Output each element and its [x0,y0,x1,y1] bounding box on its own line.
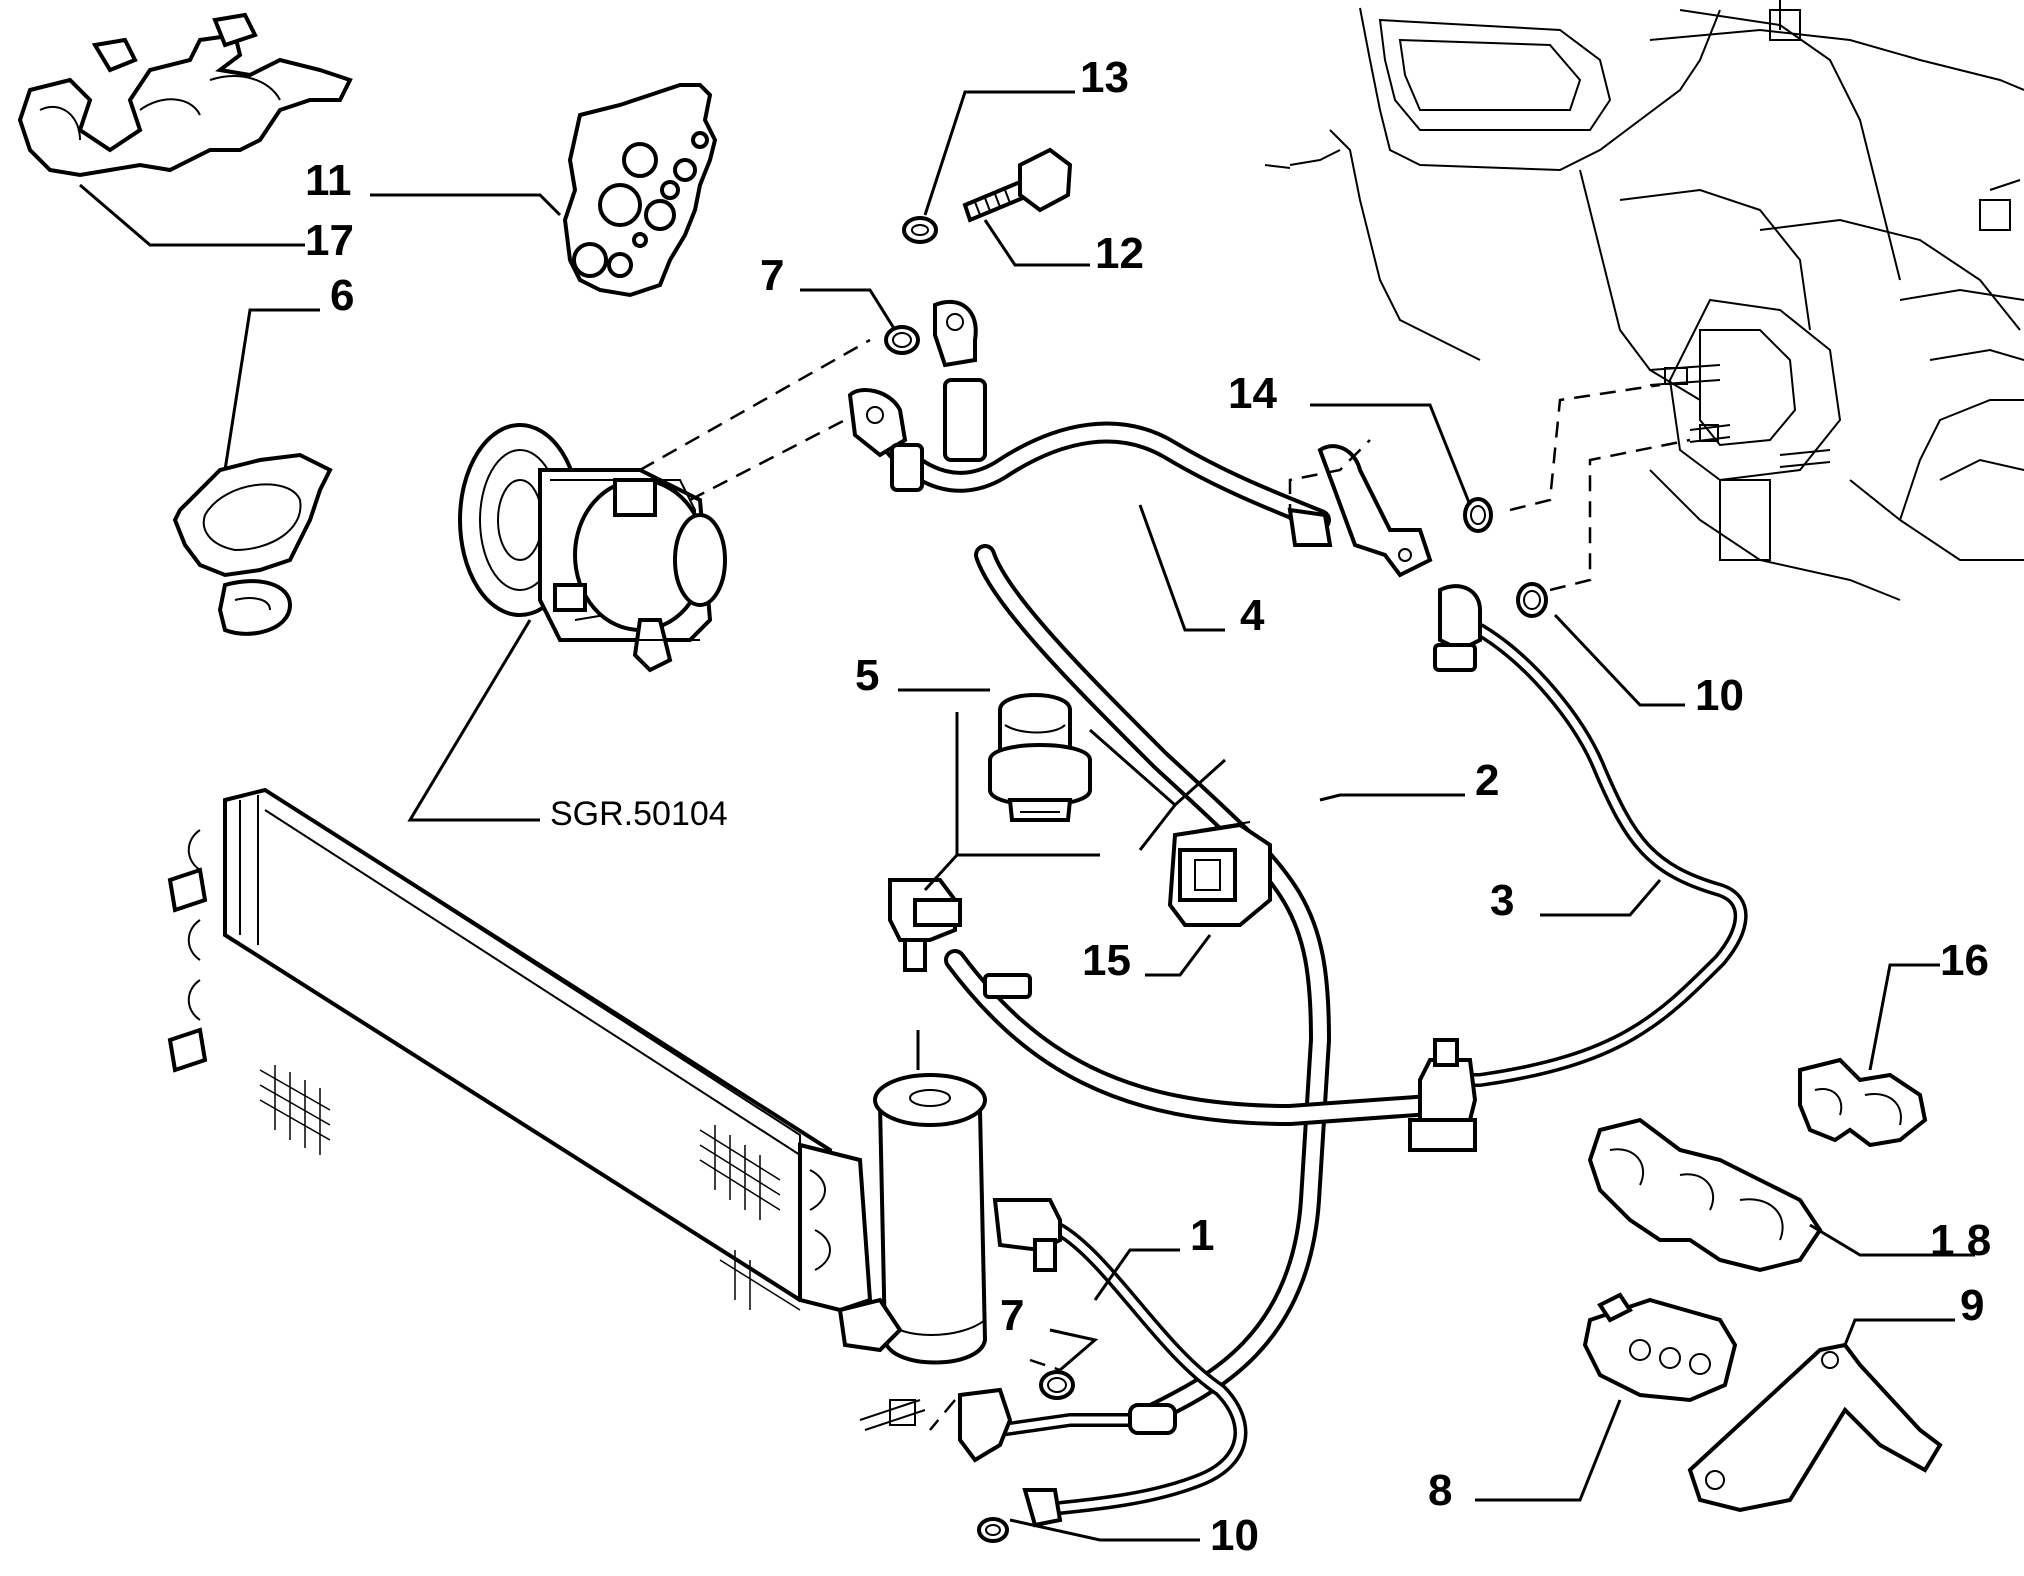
callout-17: 17 [305,216,354,265]
bracket-17 [17,12,353,178]
callout-10-top: 10 [1695,671,1744,720]
clamp-18 [1587,1117,1823,1273]
assembly-lines [639,338,1691,1372]
clamp-16 [1798,1057,1928,1148]
bolt [962,147,1073,223]
callout-16: 16 [1940,936,1989,985]
callout-7-top: 7 [760,251,784,300]
callout-2: 2 [1475,756,1499,805]
clamp-6 [172,452,333,636]
callout-1: 1 [1190,1211,1214,1260]
callout-6: 6 [330,271,354,320]
callout-numbers: 11 17 6 13 12 7 14 4 10 5 15 2 3 16 1 8 … [305,53,1991,1560]
o-rings [884,216,1548,1543]
gasket-kit [562,83,718,298]
condenser [167,787,988,1431]
hvac-housing [1264,0,2024,601]
connector-15 [1167,821,1272,927]
callout-4: 4 [1240,591,1265,640]
pressure-switch [988,693,1092,822]
fittings [847,299,1482,1528]
leader-lines [79,90,1975,1542]
o-ring-10-bottom [977,1517,1009,1543]
callout-7-bottom: 7 [1000,1291,1024,1340]
callout-14: 14 [1228,369,1277,418]
compressor [407,423,727,822]
callout-18: 1 8 [1930,1216,1991,1265]
o-ring-7-top [884,325,920,355]
condenser-core-grid [259,1065,801,1311]
callout-10-bottom: 10 [1210,1511,1259,1560]
callout-8: 8 [1428,1466,1452,1515]
refrigerant-lines [859,399,1748,1517]
connector-8 [1582,1292,1738,1403]
callout-11: 11 [305,156,352,205]
callout-12: 12 [1095,229,1144,278]
callout-5: 5 [855,651,879,700]
o-ring-10-top [1516,582,1548,618]
receiver-drier [873,1030,988,1365]
callout-13: 13 [1080,53,1129,102]
callout-9: 9 [1960,1281,1984,1330]
reference-code: SGR.50104 [550,795,728,833]
o-ring-14 [1463,497,1493,533]
callout-3: 3 [1490,876,1514,925]
callout-15: 15 [1082,936,1131,985]
washer-13 [902,216,938,244]
o-ring-7-bottom [1039,1370,1075,1400]
